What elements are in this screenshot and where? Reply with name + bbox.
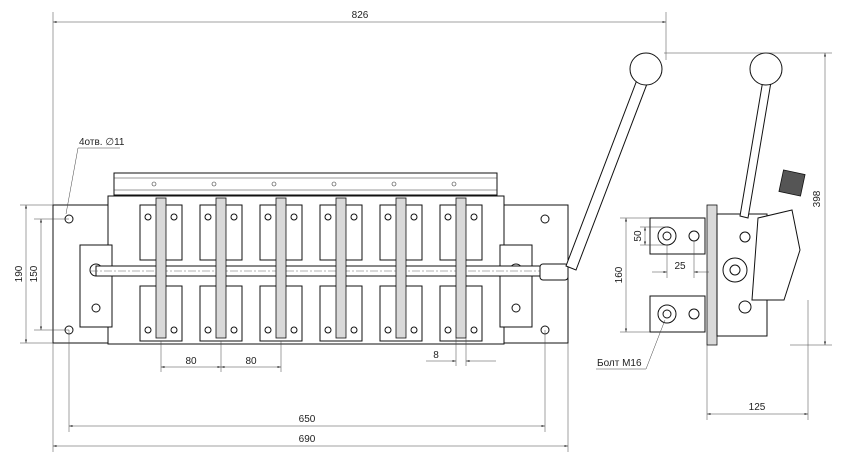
dim-398: 398 <box>812 190 823 207</box>
pole-3 <box>259 197 303 342</box>
lower-terminal <box>649 295 706 333</box>
dim-190: 190 <box>14 265 25 282</box>
mount-hole <box>540 214 550 224</box>
dimension-lines <box>20 12 832 452</box>
dim-150: 150 <box>29 265 40 282</box>
lever-knob <box>629 52 663 86</box>
holes-callout: 4отв. ∅11 <box>79 137 125 148</box>
dim-650: 650 <box>299 414 316 425</box>
side-drive-link <box>751 209 801 301</box>
dim-8: 8 <box>433 350 439 361</box>
side-bracket <box>778 169 806 197</box>
dimension-labels: 826 398 190 150 80 80 8 650 690 160 50 2… <box>14 10 823 445</box>
right-bracket <box>499 244 533 328</box>
dim-160: 160 <box>614 266 625 283</box>
pole-4 <box>319 197 363 342</box>
dim-826: 826 <box>352 10 369 21</box>
front-view <box>52 52 663 345</box>
pole-6 <box>439 197 483 342</box>
dim-50: 50 <box>633 230 644 242</box>
mechanism-pivot <box>722 257 748 283</box>
side-view <box>649 52 806 346</box>
bolt-callout: Болт М16 <box>597 358 642 369</box>
side-lever <box>739 73 773 219</box>
dim-690: 690 <box>299 434 316 445</box>
dim-25: 25 <box>674 261 686 272</box>
top-bar <box>113 172 498 196</box>
side-lever-knob <box>749 52 783 86</box>
pole-2 <box>199 197 243 342</box>
left-bracket <box>79 244 113 328</box>
pole-1 <box>139 197 183 342</box>
dim-125: 125 <box>749 402 766 413</box>
upper-terminal <box>649 217 706 255</box>
dim-80-first: 80 <box>185 356 197 367</box>
side-plate <box>706 204 718 346</box>
dim-80-second: 80 <box>245 356 257 367</box>
pole-5 <box>379 197 423 342</box>
handle-coupling <box>539 263 569 281</box>
